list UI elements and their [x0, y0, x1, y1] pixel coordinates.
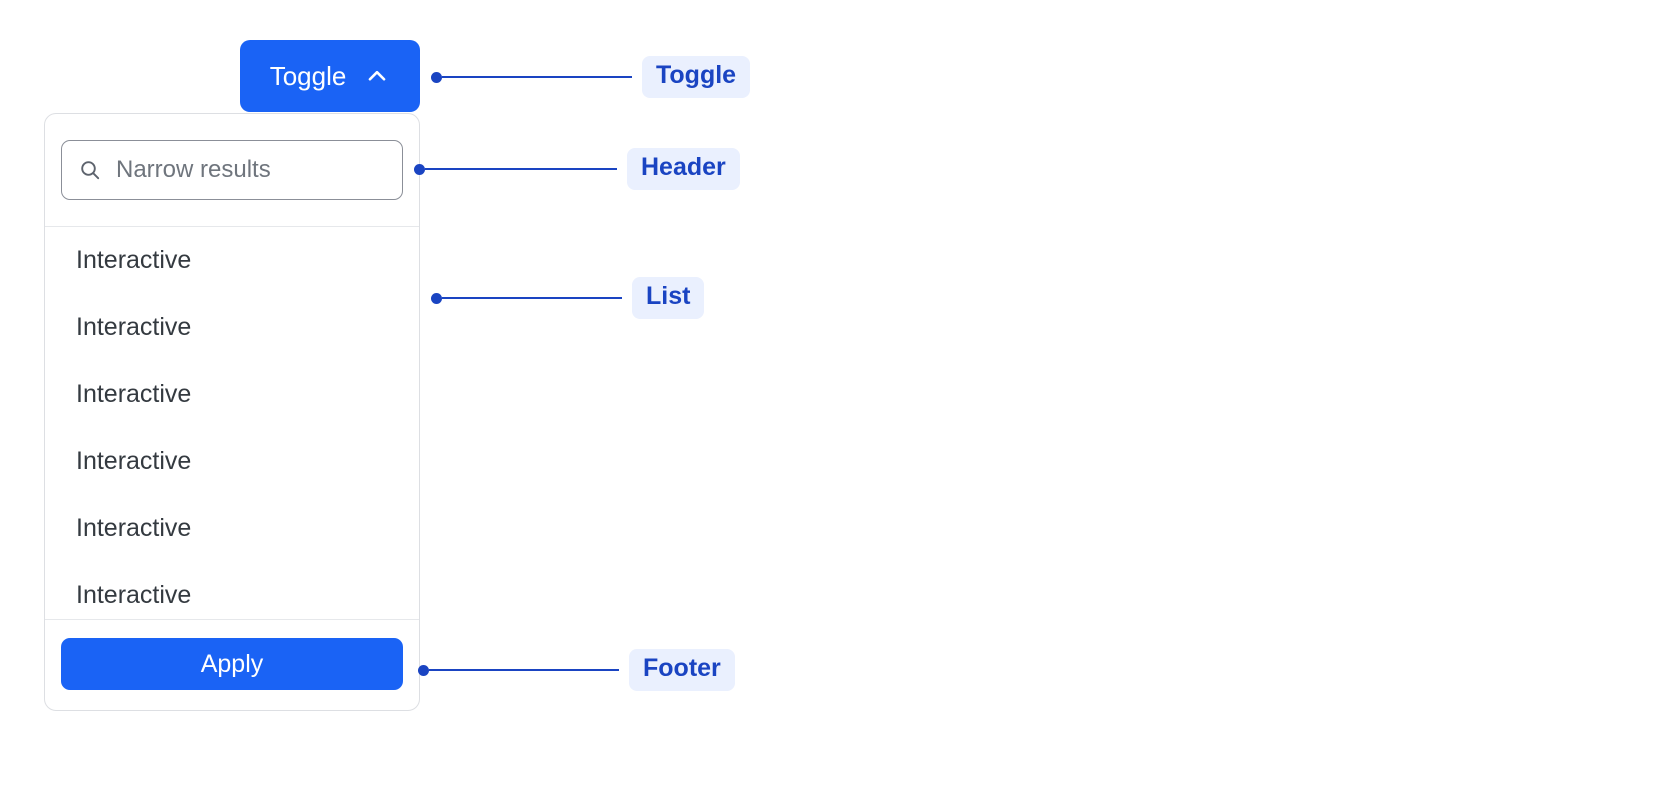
- search-input[interactable]: [116, 156, 386, 184]
- list-item-label: Interactive: [76, 246, 192, 274]
- annotation-line: [429, 669, 619, 671]
- list-item-label: Interactive: [76, 313, 192, 341]
- apply-button[interactable]: Apply: [61, 638, 403, 690]
- annotation-line: [442, 297, 622, 299]
- dropdown-panel: Interactive Interactive Interactive Inte…: [44, 113, 420, 711]
- list-item[interactable]: Interactive: [45, 495, 419, 562]
- search-field[interactable]: [61, 140, 403, 200]
- annotation-dot: [418, 664, 429, 676]
- toggle-button-label: Toggle: [269, 61, 347, 91]
- chevron-up-icon: [364, 63, 390, 89]
- list-item[interactable]: Interactive: [45, 227, 419, 294]
- panel-list: Interactive Interactive Interactive Inte…: [45, 227, 419, 619]
- toggle-button[interactable]: Toggle: [240, 40, 420, 112]
- search-icon: [78, 158, 102, 182]
- list-item-label: Interactive: [76, 514, 192, 542]
- annotation-line: [442, 76, 632, 78]
- annotation-label-footer: Footer: [629, 649, 735, 691]
- annotation-dot: [431, 292, 442, 304]
- annotation-line: [425, 168, 617, 170]
- annotation-dot: [414, 163, 425, 175]
- list-item-label: Interactive: [76, 380, 192, 408]
- list-item[interactable]: Interactive: [45, 428, 419, 495]
- annotation-label-list: List: [632, 277, 705, 319]
- list-item[interactable]: Interactive: [45, 361, 419, 428]
- annotation-label-header: Header: [627, 148, 740, 190]
- annotation-dot: [431, 71, 442, 83]
- list-item-label: Interactive: [76, 581, 192, 609]
- panel-header: [45, 114, 419, 227]
- panel-footer: Apply: [45, 619, 419, 710]
- list-item[interactable]: Interactive: [45, 294, 419, 361]
- list-item-label: Interactive: [76, 447, 192, 475]
- annotation-label-toggle: Toggle: [642, 56, 751, 98]
- list-item[interactable]: Interactive: [45, 562, 419, 619]
